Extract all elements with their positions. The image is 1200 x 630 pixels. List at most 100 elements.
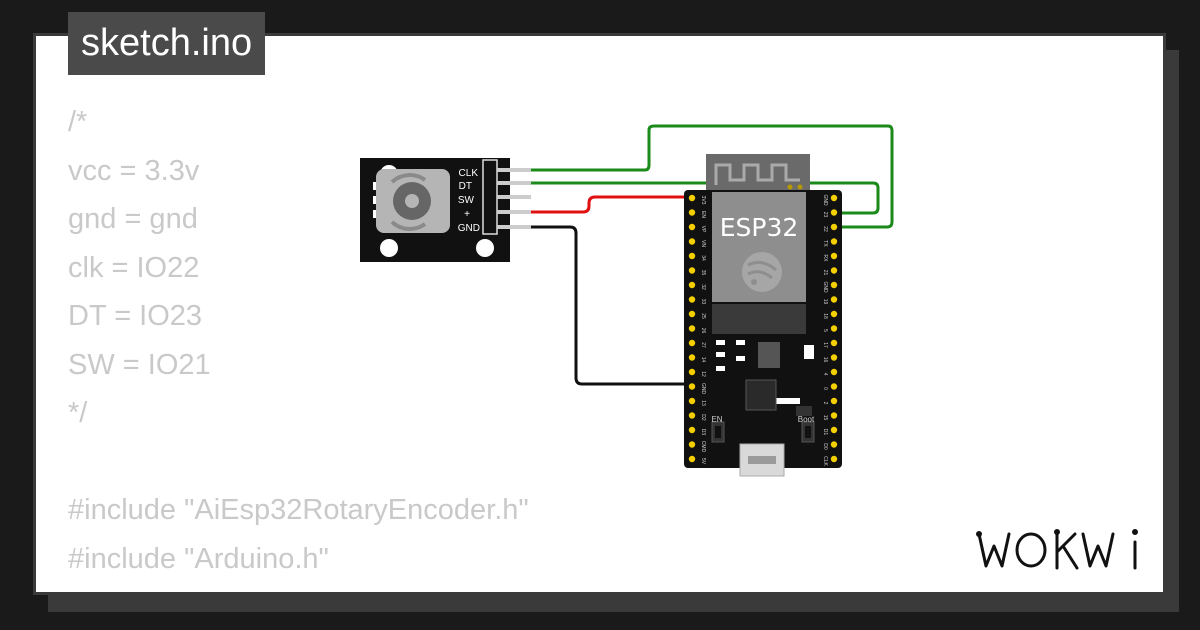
esp32-pin[interactable]: [830, 281, 838, 289]
esp32-pin[interactable]: [830, 383, 838, 390]
esp32-pin[interactable]: [688, 194, 696, 202]
esp32-label: ESP32: [720, 213, 799, 242]
esp32-pin-label: 22: [822, 226, 828, 232]
esp32-pin[interactable]: [688, 325, 696, 332]
esp32-pin[interactable]: [830, 296, 838, 303]
esp32-pin-label: EN: [700, 211, 706, 218]
esp32-pin-label: 35: [700, 270, 706, 276]
esp32-pin-label: 33: [700, 299, 706, 305]
esp32-pin-label: 19: [822, 299, 828, 305]
wire-gnd: [528, 225, 692, 386]
esp32-pin[interactable]: [830, 455, 838, 463]
esp32-pin-label: 12: [700, 371, 706, 377]
esp32-pin-label: GND: [822, 194, 828, 206]
esp32-pin-label: 5: [822, 329, 828, 332]
esp32-pin-label: 5V: [700, 458, 706, 465]
esp32-pin[interactable]: [688, 368, 696, 376]
esp32-pin[interactable]: [830, 397, 838, 405]
esp32-pin-label: 34: [700, 255, 706, 261]
wokwi-logo: [976, 529, 1138, 570]
esp32-pin[interactable]: [688, 223, 696, 231]
esp32-board[interactable]: ESP32 EN Boot: [684, 154, 842, 477]
code-line: clk = IO22: [68, 251, 200, 284]
file-tab[interactable]: sketch.ino: [68, 12, 266, 75]
code-line: vcc = 3.3v: [68, 154, 200, 187]
esp32-pin[interactable]: [688, 310, 696, 318]
wire-clk: [528, 124, 894, 229]
boot-label: Boot: [798, 415, 815, 424]
esp32-pin[interactable]: [830, 223, 838, 231]
preview-card: [33, 33, 1166, 595]
en-button[interactable]: [711, 421, 725, 443]
esp32-pin-label: 16: [822, 357, 828, 363]
en-label: EN: [711, 415, 722, 424]
esp32-pin[interactable]: [830, 325, 838, 332]
esp32-pin[interactable]: [688, 354, 696, 361]
esp32-pin[interactable]: [830, 339, 838, 347]
esp32-pin[interactable]: [830, 209, 838, 216]
esp32-pin[interactable]: [830, 310, 838, 318]
esp32-pin[interactable]: [830, 267, 838, 274]
esp32-pin[interactable]: [830, 441, 838, 448]
usb-port: [739, 443, 785, 477]
esp32-pin[interactable]: [688, 441, 696, 448]
wire-sw: [528, 195, 692, 214]
esp32-pin[interactable]: [688, 426, 696, 434]
encoder-pin-label: DT: [459, 181, 472, 192]
esp32-pin[interactable]: [830, 368, 838, 376]
esp32-pin[interactable]: [830, 426, 838, 434]
esp32-pin[interactable]: [688, 397, 696, 405]
esp32-pin[interactable]: [688, 281, 696, 289]
encoder-pin-label: SW: [458, 195, 475, 206]
esp32-pin-label: 21: [822, 270, 828, 276]
code-line: #include "Arduino.h": [68, 542, 329, 575]
esp32-pin-label: TX: [822, 240, 828, 247]
esp32-pin-label: 3V3: [700, 196, 706, 205]
esp32-pin[interactable]: [688, 383, 696, 390]
esp32-pin-label: 32: [700, 284, 706, 290]
wire-dt: [528, 181, 880, 215]
esp32-pin-label: 25: [700, 313, 706, 319]
esp32-pin-label: D1: [822, 429, 828, 436]
esp32-pin-label: 0: [822, 387, 828, 390]
esp32-pin-label: CLK: [822, 456, 828, 466]
esp32-pin[interactable]: [688, 238, 696, 245]
esp32-pin[interactable]: [830, 412, 838, 419]
boot-button[interactable]: [801, 421, 815, 443]
esp32-pin[interactable]: [830, 252, 838, 260]
encoder-pin-label: GND: [458, 223, 480, 234]
code-line: #include "AiEsp32RotaryEncoder.h": [68, 494, 529, 526]
esp32-pin[interactable]: [688, 339, 696, 347]
code-line: DT = IO23: [68, 300, 203, 332]
esp32-pin-label: 18: [822, 313, 828, 319]
esp32-pin-label: 17: [822, 342, 828, 348]
code-line: gnd = gnd: [68, 203, 198, 235]
esp32-pin-label: 26: [700, 328, 706, 334]
esp32-pin[interactable]: [830, 354, 838, 361]
esp32-pin-label: RX: [822, 255, 828, 263]
esp32-pin[interactable]: [830, 194, 838, 202]
esp32-pin[interactable]: [688, 267, 696, 274]
esp32-pin-label: D0: [822, 443, 828, 450]
esp32-pin[interactable]: [688, 455, 696, 463]
esp32-pin-label: 2: [822, 402, 828, 405]
esp32-pin-label: GND: [700, 383, 706, 395]
esp32-pin[interactable]: [688, 209, 696, 216]
espressif-logo: [742, 252, 782, 292]
esp32-pin[interactable]: [830, 238, 838, 245]
esp32-pin[interactable]: [688, 412, 696, 419]
rotary-encoder[interactable]: CLK DT SW + GND: [360, 158, 531, 262]
encoder-pin-label: +: [464, 209, 470, 220]
esp32-pin-label: 15: [822, 415, 828, 421]
esp32-pin-label: GND: [822, 281, 828, 293]
esp32-pin-label: VP: [700, 226, 706, 233]
esp32-pin-label: 13: [700, 400, 706, 406]
esp32-pin-label: D2: [700, 414, 706, 421]
esp32-pin[interactable]: [688, 252, 696, 260]
esp32-pin[interactable]: [688, 296, 696, 303]
esp32-pin-label: 23: [822, 212, 828, 218]
esp32-pin-label: CMD: [700, 441, 706, 453]
encoder-pin-label: CLK: [459, 168, 479, 179]
esp32-pin-label: 4: [822, 373, 828, 376]
